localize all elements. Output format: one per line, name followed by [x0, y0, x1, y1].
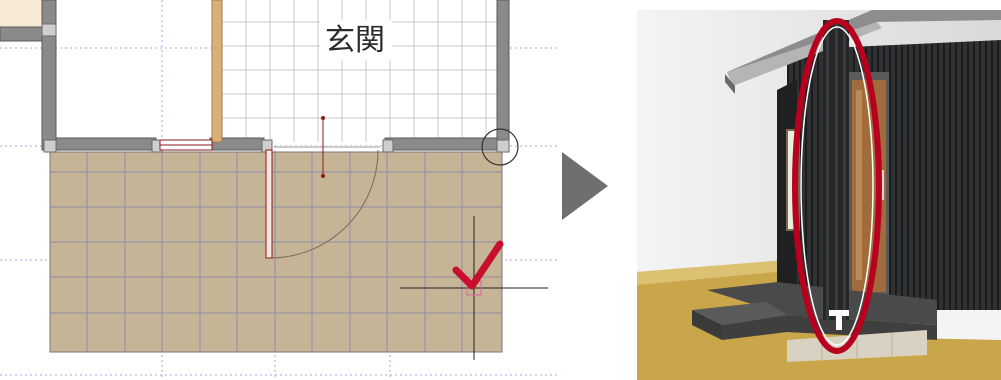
- snap-point-circle-icon[interactable]: [481, 128, 519, 166]
- check-mark-icon: [452, 240, 504, 290]
- window: [159, 139, 213, 151]
- pillar-marker: [321, 116, 325, 178]
- siding-wall: [787, 40, 1001, 315]
- 3d-rendered-view: [637, 10, 1001, 380]
- entrance-door: [265, 146, 380, 259]
- adjacent-floor-tile: [0, 0, 42, 28]
- wall-bottom-segment-1: [55, 137, 157, 151]
- pillar-3d: [823, 20, 849, 330]
- porch-tile-floor: [49, 151, 503, 353]
- wood-partition: [211, 0, 223, 143]
- right-triangle-arrow: [562, 152, 608, 220]
- room-label: 玄関: [325, 23, 385, 58]
- room-label-background: [320, 20, 392, 60]
- pillar-highlight-ellipse: [792, 18, 882, 354]
- wall-left-vertical: [41, 0, 57, 151]
- floor-plan-view[interactable]: 玄関: [0, 0, 560, 380]
- walls: [0, 0, 510, 153]
- entrance-door-3d: [847, 72, 889, 297]
